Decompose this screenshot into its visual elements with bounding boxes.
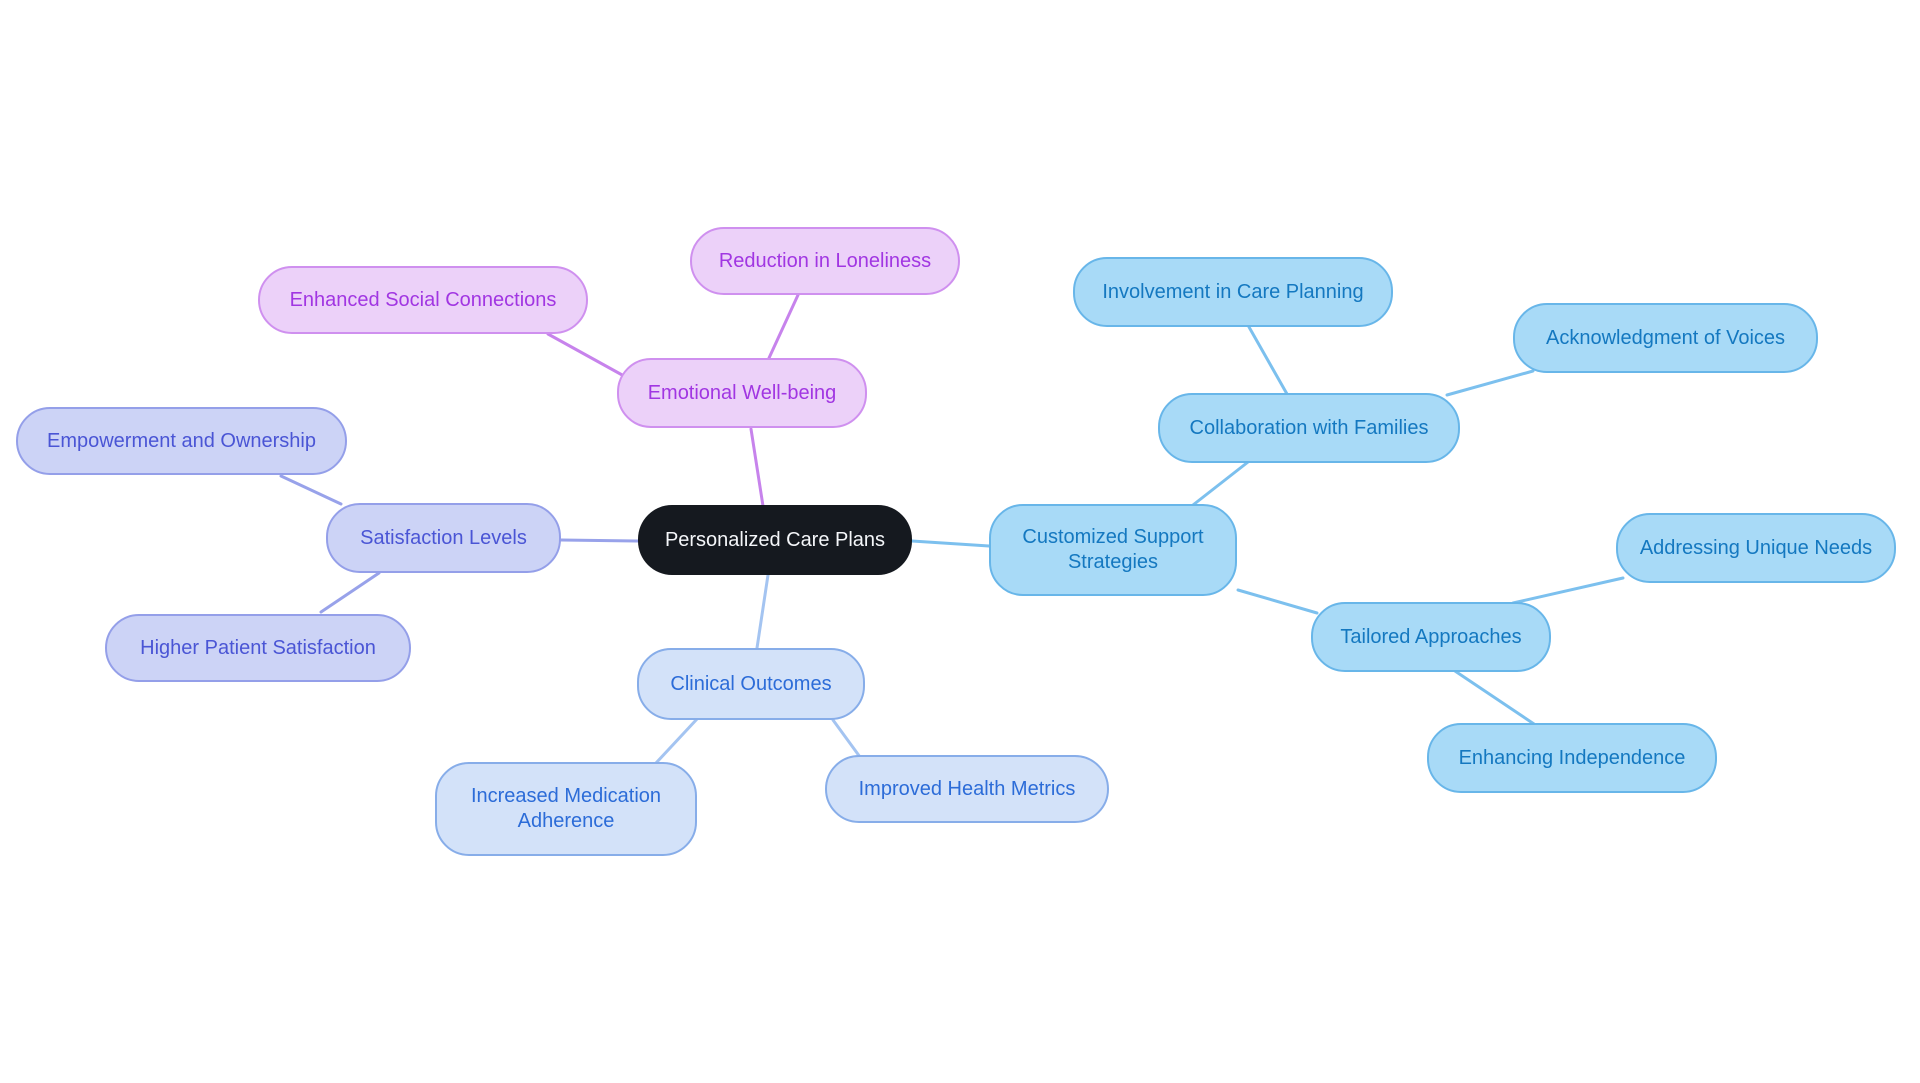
node-involvement-in-care-planning[interactable]: Involvement in Care Planning xyxy=(1073,257,1393,327)
node-label: Enhanced Social Connections xyxy=(289,288,557,311)
node-enhancing-independence[interactable]: Enhancing Independence xyxy=(1427,723,1717,793)
node-enhanced-social-connections[interactable]: Enhanced Social Connections xyxy=(258,266,588,334)
edge-customized-to-collaboration-with-families xyxy=(1191,460,1250,507)
edge-collaboration-to-acknowledgment-of-voices xyxy=(1445,369,1535,397)
edge-central-to-emotional-well-being xyxy=(749,427,765,508)
node-tailored-approaches[interactable]: Tailored Approaches xyxy=(1311,602,1551,672)
node-label: Personalized Care Plans xyxy=(664,528,886,551)
node-label: Enhancing Independence xyxy=(1458,746,1686,769)
edge-satisfaction-to-higher-patient-satisfaction xyxy=(319,571,381,614)
node-higher-patient-satisfaction[interactable]: Higher Patient Satisfaction xyxy=(105,614,411,682)
node-collaboration-with-families[interactable]: Collaboration with Families xyxy=(1158,393,1460,463)
edge-clinical-to-increased-medication-adherence xyxy=(654,717,699,765)
edge-clinical-to-improved-health-metrics xyxy=(831,718,862,759)
node-label: Customized Support Strategies xyxy=(1022,526,1204,573)
node-label: Improved Health Metrics xyxy=(858,777,1076,800)
node-label: Collaboration with Families xyxy=(1189,416,1429,439)
node-label: Addressing Unique Needs xyxy=(1639,536,1873,559)
node-personalized-care-plans[interactable]: Personalized Care Plans xyxy=(638,505,912,575)
edge-customized-to-tailored-approaches xyxy=(1236,588,1319,615)
node-label: Tailored Approaches xyxy=(1340,625,1522,648)
edge-central-to-satisfaction-levels xyxy=(559,538,640,543)
node-reduction-in-loneliness[interactable]: Reduction in Loneliness xyxy=(690,227,960,295)
node-label: Emotional Well-being xyxy=(647,381,837,404)
edge-satisfaction-to-empowerment-and-ownership xyxy=(279,474,343,506)
node-empowerment-and-ownership[interactable]: Empowerment and Ownership xyxy=(16,407,347,475)
node-label: Satisfaction Levels xyxy=(360,526,527,549)
node-clinical-outcomes[interactable]: Clinical Outcomes xyxy=(637,648,865,720)
node-label: Increased Medication Adherence xyxy=(470,785,662,832)
node-label: Higher Patient Satisfaction xyxy=(140,636,376,659)
node-label: Clinical Outcomes xyxy=(670,672,832,695)
node-label: Empowerment and Ownership xyxy=(46,429,316,452)
edge-collaboration-to-involvement-in-care-planning xyxy=(1247,325,1289,396)
edge-emotional-to-reduction-in-loneliness xyxy=(767,293,800,360)
node-acknowledgment-of-voices[interactable]: Acknowledgment of Voices xyxy=(1513,303,1818,373)
edge-emotional-to-enhanced-social-connections xyxy=(546,332,626,378)
edge-tailored-to-addressing-unique-needs xyxy=(1511,576,1625,605)
node-satisfaction-levels[interactable]: Satisfaction Levels xyxy=(326,503,561,573)
node-label: Acknowledgment of Voices xyxy=(1545,326,1786,349)
node-addressing-unique-needs[interactable]: Addressing Unique Needs xyxy=(1616,513,1896,583)
node-improved-health-metrics[interactable]: Improved Health Metrics xyxy=(825,755,1109,823)
edge-tailored-to-enhancing-independence xyxy=(1453,669,1536,726)
edge-central-to-clinical-outcomes xyxy=(755,573,770,650)
node-label: Reduction in Loneliness xyxy=(718,249,932,272)
node-customized-support-strategies[interactable]: Customized Support Strategies xyxy=(989,504,1237,596)
node-label: Involvement in Care Planning xyxy=(1102,280,1364,303)
node-emotional-well-being[interactable]: Emotional Well-being xyxy=(617,358,867,428)
edge-central-to-customized-support-strategies xyxy=(910,539,991,548)
node-increased-medication-adherence[interactable]: Increased Medication Adherence xyxy=(435,762,697,856)
